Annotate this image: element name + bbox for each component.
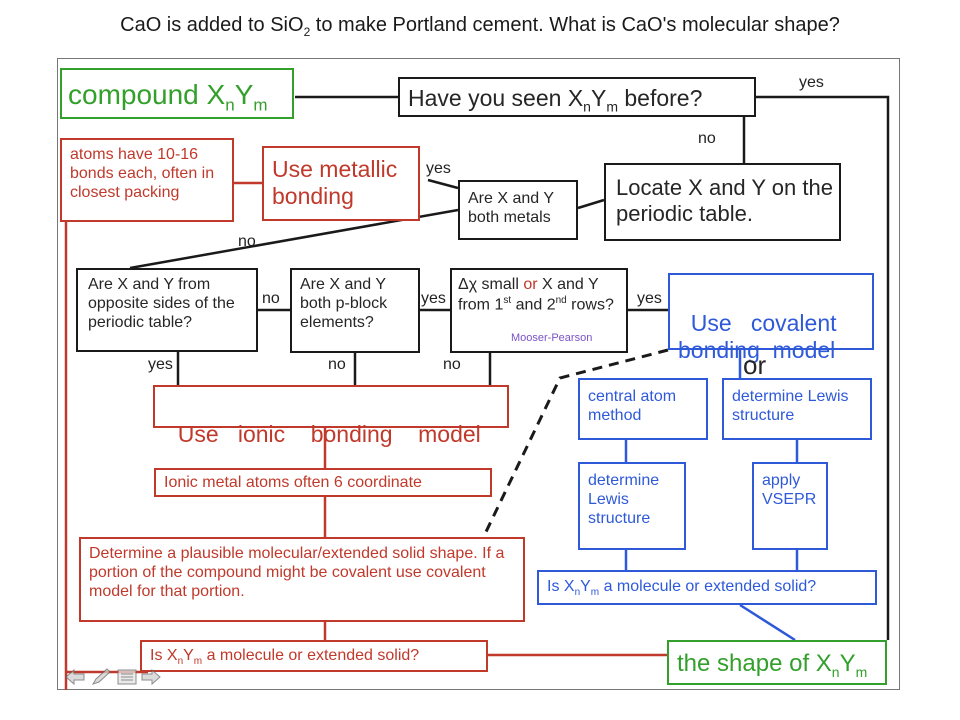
label-yes-opposite: yes <box>148 356 173 373</box>
molecule-or-solid-red-box: Is XnYm a molecule or extended solid? <box>140 640 488 672</box>
label-no-locate: no <box>698 130 716 147</box>
ionic-coordinate-box: Ionic metal atoms often 6 coordinate <box>154 468 492 497</box>
mooser-pearson-note: Mooser-Pearson <box>511 332 593 344</box>
forward-arrow-icon[interactable] <box>140 668 162 686</box>
central-atom-box: central atom method <box>578 378 708 440</box>
compound-box: compound XnYm <box>60 68 294 119</box>
label-yes-pblock: yes <box>421 290 446 307</box>
or-text: or <box>743 350 767 380</box>
covalent-model-box: Use covalent bonding model <box>668 273 874 363</box>
label-yes-metal: yes <box>426 160 451 177</box>
both-metals-box: Are X and Y both metals <box>458 180 578 240</box>
locate-box: Locate X and Y on the periodic table. <box>604 163 841 241</box>
label-yes-seen: yes <box>799 74 824 91</box>
slideshow-nav <box>64 668 164 688</box>
metallic-bonding-box: Use metallic bonding <box>262 146 420 221</box>
vsepr-box: apply VSEPR <box>752 462 828 550</box>
diagram-frame <box>57 58 900 690</box>
label-no-opposite: no <box>262 290 280 307</box>
menu-icon[interactable] <box>116 668 138 686</box>
ionic-model-box: Use ionic bonding model <box>153 385 509 447</box>
label-no-delta-chi: no <box>443 356 461 373</box>
back-arrow-icon[interactable] <box>64 668 86 686</box>
label-no-pblock: no <box>328 356 346 373</box>
label-yes-delta-chi: yes <box>637 290 662 307</box>
opposite-sides-box: Are X and Y from opposite sides of the p… <box>76 268 258 352</box>
pblock-box: Are X and Y both p-block elements? <box>290 268 420 353</box>
slide-title: CaO is added to SiO2 to make Portland ce… <box>120 14 840 39</box>
pen-icon[interactable] <box>90 668 112 686</box>
atoms-bonds-box: atoms have 10-16 bonds each, often in cl… <box>60 138 234 222</box>
delta-chi-box: Δχ small or X and Y from 1st and 2nd row… <box>450 268 628 353</box>
label-no-metal: no <box>238 233 256 250</box>
shape-result-box: the shape of XnYm <box>667 640 887 685</box>
plausible-shape-box: Determine a plausible molecular/extended… <box>79 537 525 622</box>
molecule-or-solid-blue-box: Is XnYm a molecule or extended solid? <box>537 570 877 605</box>
lewis-structure-right-box: determine Lewis structure <box>722 378 872 440</box>
lewis-structure-left-box: determine Lewis structure <box>578 462 686 550</box>
seen-before-box: Have you seen XnYm before? <box>398 77 756 117</box>
